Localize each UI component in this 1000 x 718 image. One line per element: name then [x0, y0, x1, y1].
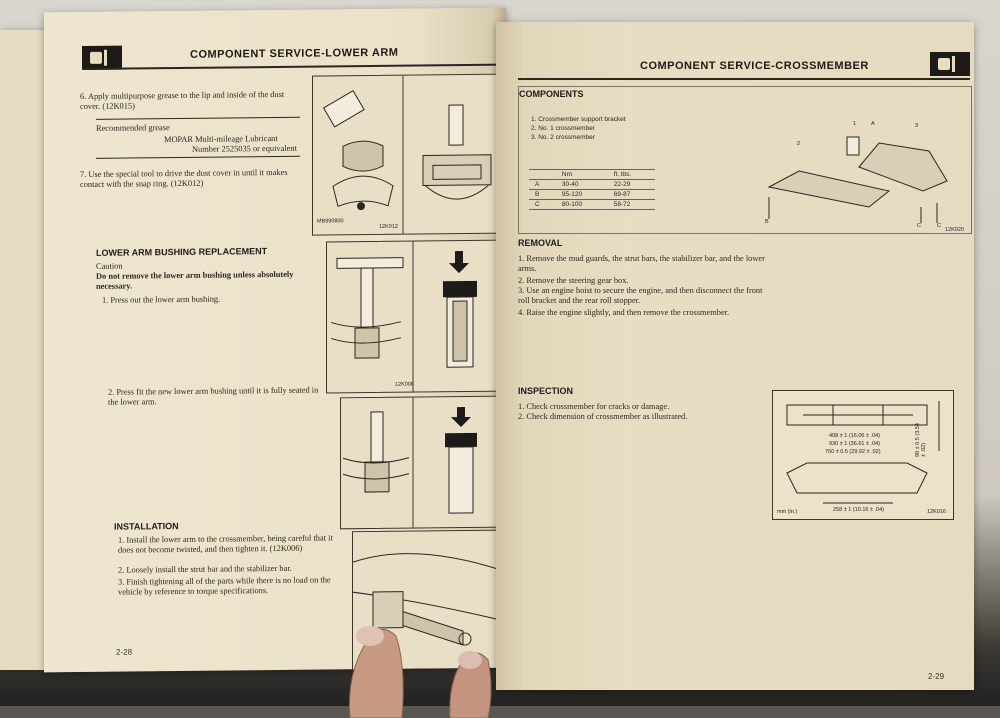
press-fit-figure — [340, 395, 504, 530]
installation-section-title: INSTALLATION — [114, 521, 179, 532]
dimension-90: 90 ± 0.5 (3.54 ± .02) — [915, 423, 927, 457]
callout-c: C — [917, 223, 921, 229]
torque-cell: 30-40 — [555, 179, 608, 190]
removal-step-3: 3. Use an engine hoist to secure the eng… — [518, 286, 763, 305]
components-figure: COMPONENTS 1. Crossmember support bracke… — [518, 86, 972, 234]
torque-table: Nm ft. lbs. A 30-40 22-29 B 95-120 69-87… — [529, 169, 655, 210]
dimension-760: 760 ± 0.5 (29.92 ± .02) — [825, 449, 881, 455]
press-out-figure: 12K008 — [326, 239, 504, 394]
inspection-title: INSPECTION — [518, 386, 574, 396]
figure-code-12k008: 12K008 — [395, 381, 414, 388]
callout-b: B — [765, 219, 769, 225]
torque-row: A 30-40 22-29 — [529, 179, 655, 190]
manual-logo-icon — [82, 45, 122, 71]
torque-cell: 80-100 — [555, 199, 608, 210]
right-page: COMPONENT SERVICE-CROSSMEMBER COMPONENTS… — [496, 22, 974, 690]
figure-code-12k020: 12K020 — [945, 227, 964, 233]
removal-step-1: 1. Remove the mud guards, the strut bars… — [518, 254, 765, 273]
bushing-step-2: 2. Press fit the new lower arm bushing u… — [108, 385, 319, 407]
installation-illustration — [352, 553, 504, 646]
caution-text: Do not remove the lower arm bushing unle… — [96, 269, 294, 291]
dimension-930: 930 ± 1 (36.61 ± .04) — [829, 441, 880, 447]
press-out-illustration — [330, 241, 477, 392]
torque-cell: 22-29 — [607, 179, 655, 190]
figure-code-12k016: 12K016 — [927, 509, 946, 515]
crossmember-dimension-figure: 408 ± 1 (16.06 ± .04) 930 ± 1 (36.61 ± .… — [772, 390, 954, 520]
components-title: COMPONENTS — [519, 89, 584, 99]
callout-3: 3 — [915, 123, 919, 129]
install-step-2: 2. Loosely install the strut bar and the… — [118, 563, 292, 575]
inspection-step-2: 2. Check dimension of crossmember as ill… — [518, 412, 688, 421]
component-1: 1. Crossmember support bracket — [531, 116, 626, 123]
torque-cell: 69-87 — [607, 189, 655, 200]
bushing-step-1: 1. Press out the lower arm bushing. — [102, 294, 221, 305]
callout-c: C — [937, 223, 941, 229]
torque-header-row: Nm ft. lbs. — [529, 169, 655, 180]
tool-number-label: MB990800 — [317, 218, 344, 225]
left-page-number: 2-28 — [116, 647, 133, 657]
dust-cover-figure: MB990800 12K012 — [312, 73, 504, 236]
holding-hand — [349, 626, 492, 718]
grease-label: Recommended grease — [96, 123, 170, 133]
press-fit-illustration — [342, 397, 477, 528]
inspection-step-1: 1. Check crossmember for cracks or damag… — [518, 402, 670, 411]
torque-header-cell — [529, 169, 556, 180]
manual-logo-icon-right — [930, 52, 970, 76]
left-page-header: COMPONENT SERVICE-LOWER ARM — [190, 46, 399, 61]
grease-rule-bottom — [96, 155, 300, 159]
left-page: COMPONENT SERVICE-LOWER ARM 6. Apply mul… — [44, 7, 506, 673]
right-header-rule — [518, 78, 970, 80]
right-page-header: COMPONENT SERVICE-CROSSMEMBER — [640, 60, 869, 72]
installation-figure — [352, 529, 504, 672]
header-rule — [82, 63, 502, 71]
crossmember-dimension-illustration — [786, 401, 940, 504]
dimension-408: 408 ± 1 (16.06 ± .04) — [829, 433, 880, 439]
step-7: 7. Use the special tool to drive the dus… — [80, 167, 288, 190]
torque-header-cell: Nm — [555, 169, 608, 180]
right-page-number: 2-29 — [928, 672, 945, 681]
crossmember-exploded-illustration — [767, 136, 948, 223]
torque-row: B 95-120 69-87 — [529, 189, 655, 200]
torque-cell: A — [529, 179, 556, 190]
callout-2: 2 — [797, 141, 801, 147]
bushing-section-title: LOWER ARM BUSHING REPLACEMENT — [96, 246, 268, 258]
component-3: 3. No. 2 crossmember — [531, 134, 595, 141]
unit-label: mm (in.) — [777, 509, 798, 515]
torque-cell: C — [529, 199, 556, 210]
grease-rule — [96, 116, 300, 120]
removal-title: REMOVAL — [518, 238, 563, 248]
dimension-258: 258 ± 1 (10.16 ± .04) — [833, 507, 884, 513]
component-2: 2. No. 1 crossmember — [531, 125, 595, 132]
callout-a: A — [871, 121, 875, 127]
removal-step-2: 2. Remove the steering gear box. — [518, 276, 629, 285]
torque-cell: 58-72 — [607, 199, 655, 210]
callout-1: 1 — [853, 121, 857, 127]
torque-cell: B — [529, 189, 556, 200]
caution-label: Caution — [96, 261, 123, 271]
torque-cell: 95-120 — [555, 189, 608, 200]
dust-cover-illustration — [322, 75, 492, 234]
torque-header-cell: ft. lbs. — [607, 169, 655, 180]
removal-step-4: 4. Raise the engine slightly, and then r… — [518, 308, 730, 317]
install-step-3: 3. Finish tightening all of the parts wh… — [118, 575, 331, 597]
figure-code-12k012: 12K012 — [379, 223, 398, 230]
step-6: 6. Apply multipurpose grease to the lip … — [80, 89, 285, 112]
install-step-1: 1. Install the lower arm to the crossmem… — [118, 533, 333, 555]
torque-row: C 80-100 58-72 — [529, 199, 655, 210]
grease-value-line2: Number 2525035 or equivalent — [192, 143, 297, 154]
